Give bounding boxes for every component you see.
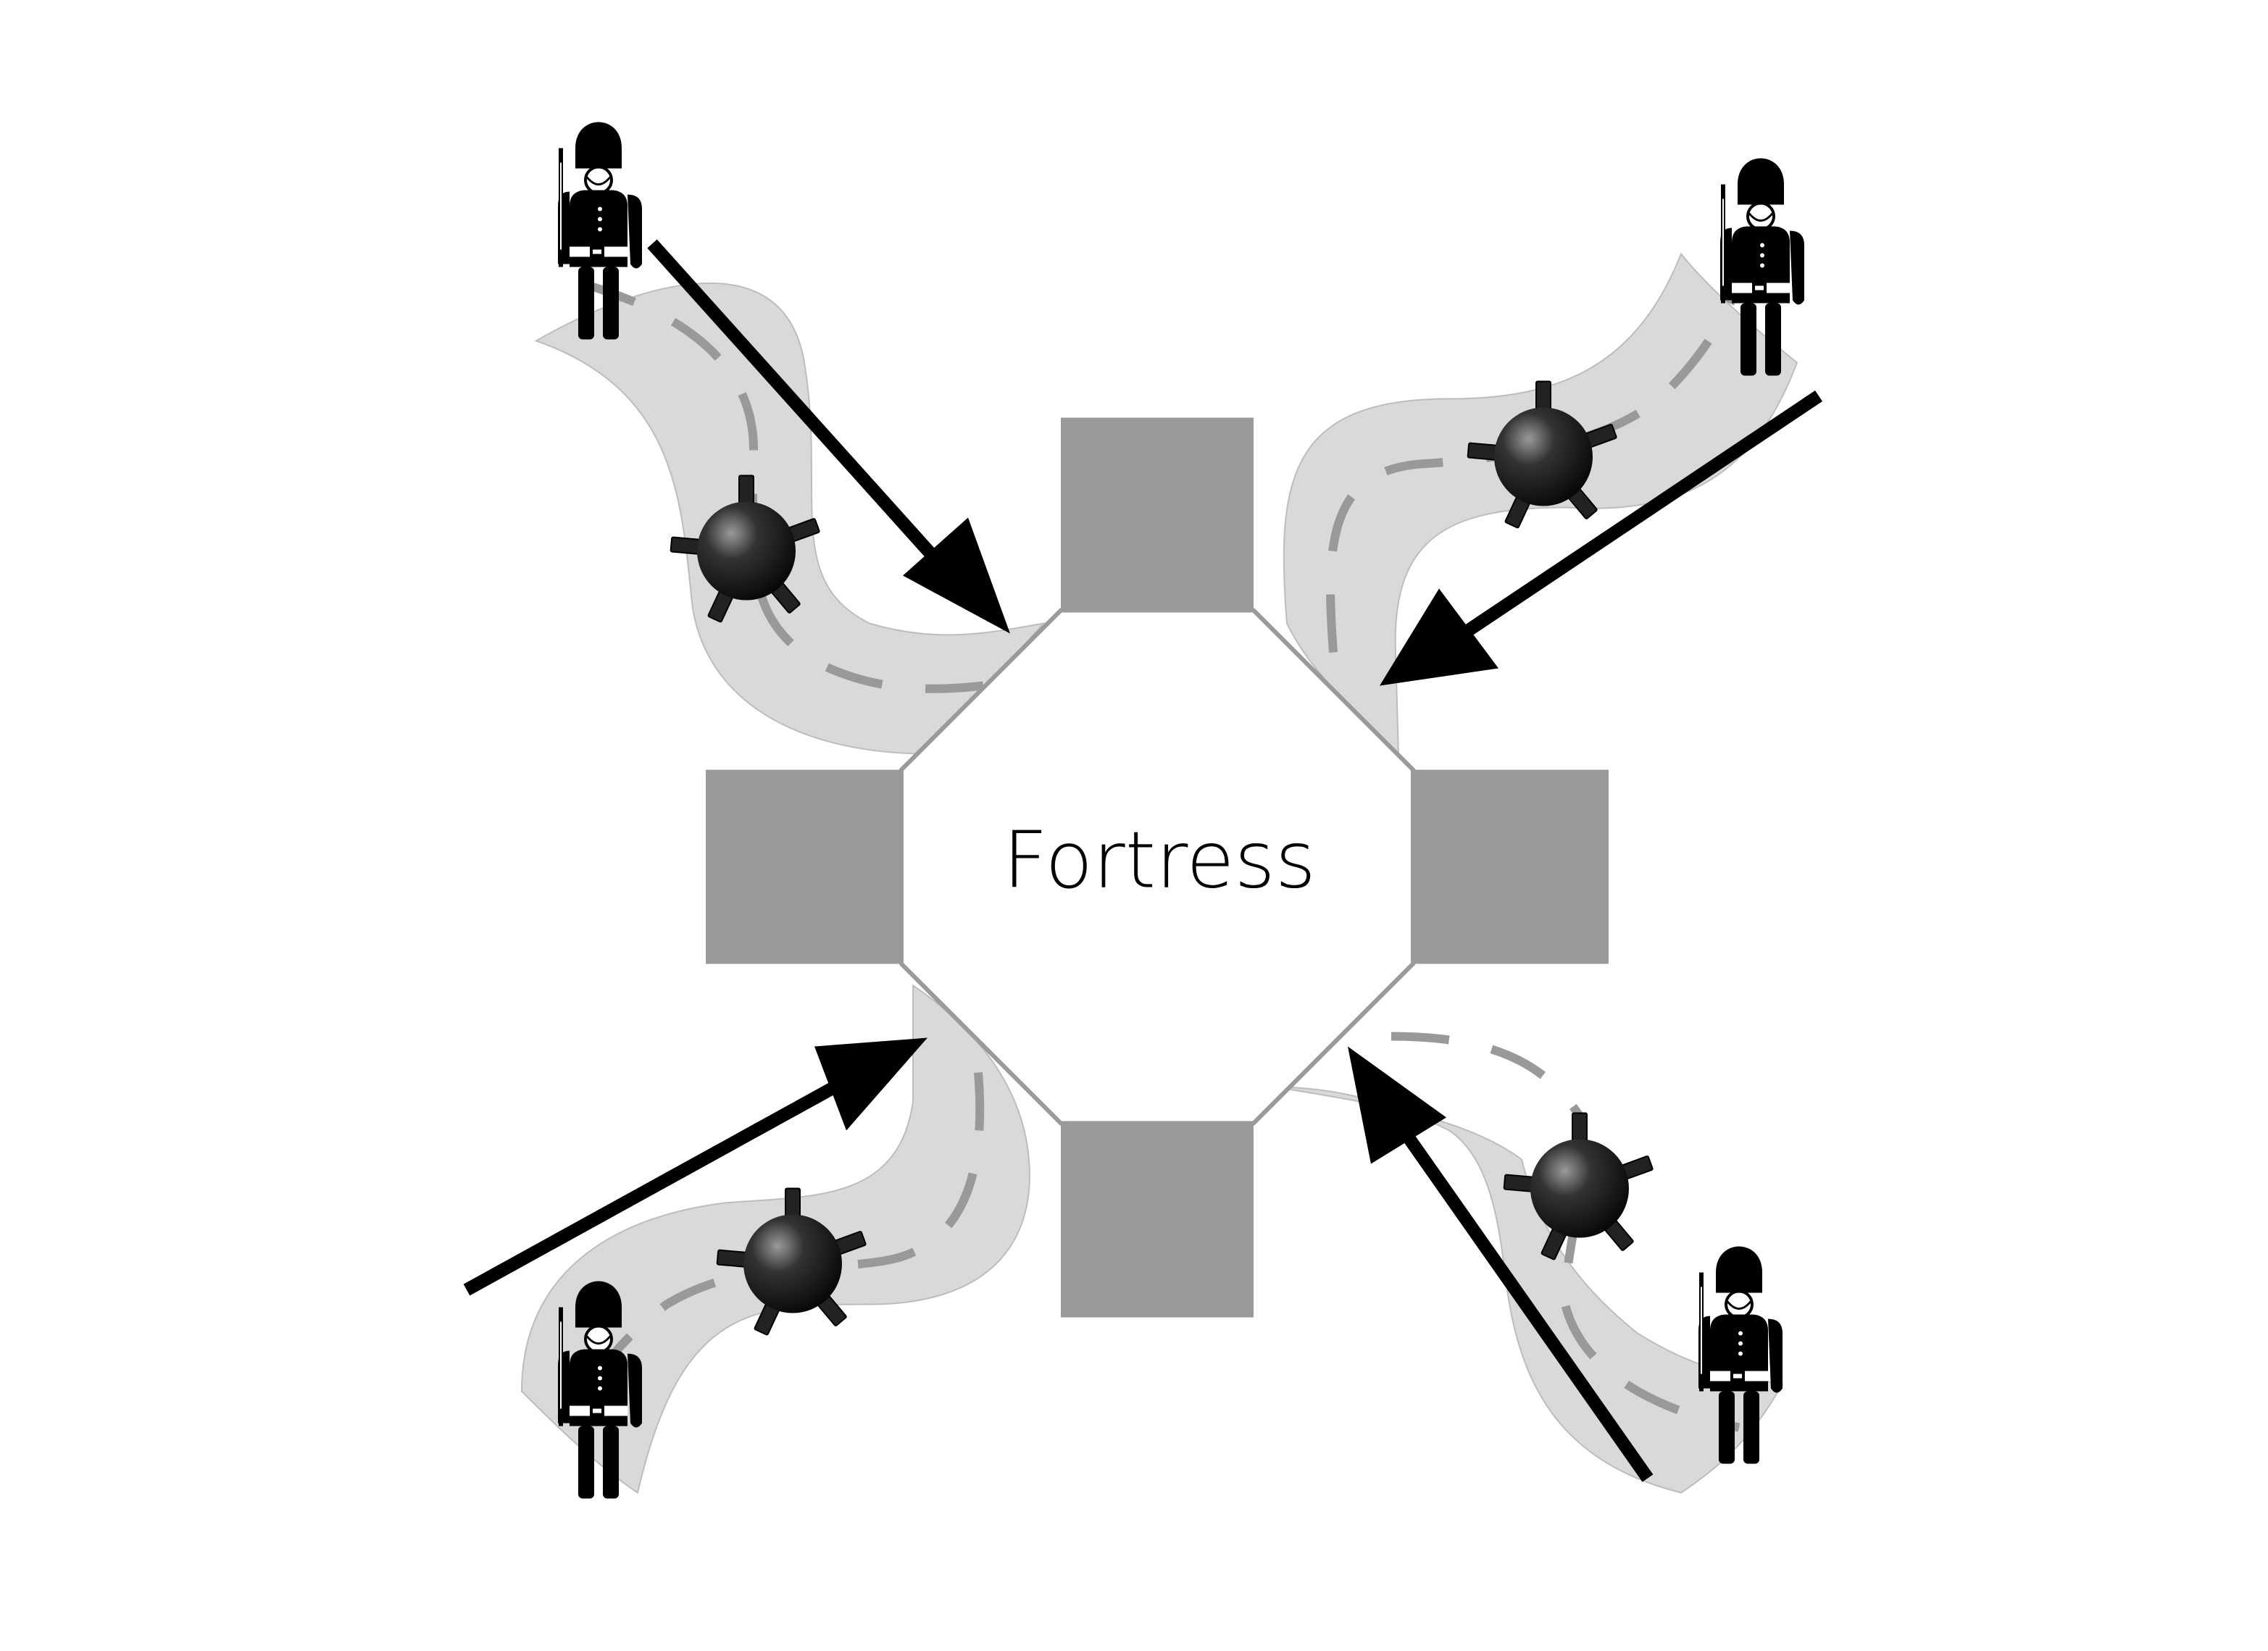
attack-arrow [463, 1037, 927, 1296]
fortress-wall [899, 608, 1415, 1126]
fortress: Fortress [706, 417, 1609, 1318]
attack-arrow [1348, 1046, 1654, 1482]
tower-south [1061, 1123, 1254, 1318]
fortress-label: Fortress [1003, 816, 1316, 906]
attack-arrow [647, 239, 1010, 634]
tower-east [1413, 769, 1609, 964]
tower-north [1061, 417, 1254, 611]
road-southeast [1275, 1032, 1784, 1494]
attack-arrow [1380, 390, 1823, 686]
tower-west [706, 769, 901, 964]
